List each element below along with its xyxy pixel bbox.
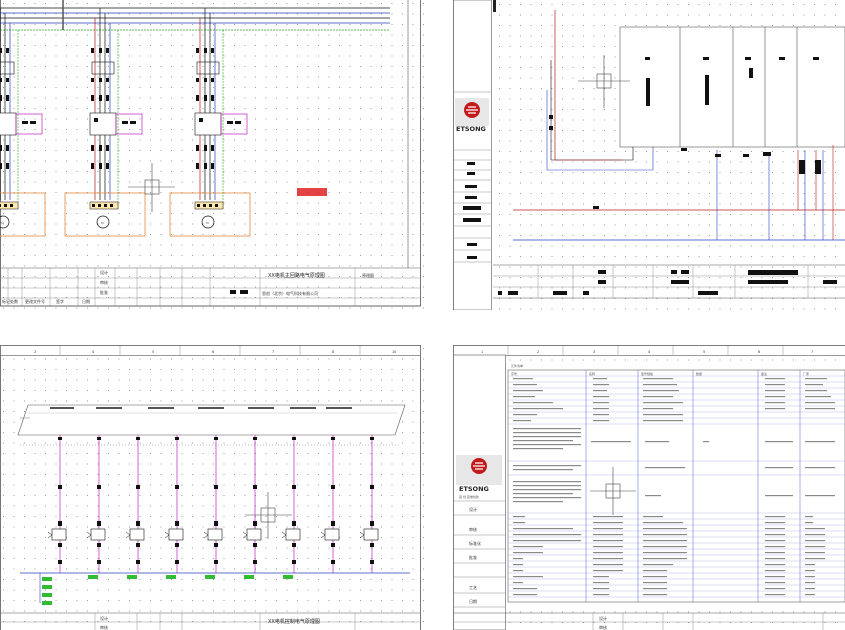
column-number: 1 bbox=[481, 350, 483, 354]
tb-row-design: 设计 bbox=[599, 615, 607, 621]
drawing-title: XX电机控制电气原理图 bbox=[268, 618, 320, 625]
column-number: 2 bbox=[537, 350, 539, 354]
side-label: 日期 bbox=[469, 598, 477, 604]
svg-text:M: M bbox=[1, 221, 4, 225]
tb-row-design: 设计 bbox=[100, 269, 108, 275]
bom-header-maker: 厂家 bbox=[803, 371, 809, 376]
footer-date: 日期 bbox=[82, 298, 90, 304]
schematic-sheet-control-circuit[interactable]: 2 4 5 6 7 8 10 bbox=[0, 345, 425, 630]
side-label: 工艺 bbox=[469, 585, 477, 590]
cabinet-layout-drawing: ETSONG bbox=[453, 0, 845, 310]
schematic-sheet-cabinet-layout[interactable]: ETSONG bbox=[453, 0, 845, 310]
column-number: 4 bbox=[92, 350, 94, 354]
footer-change-doc: 更改文件号 bbox=[25, 298, 45, 304]
sheet-type: 原理图 bbox=[362, 272, 374, 278]
relay-channel bbox=[47, 435, 67, 573]
main-circuit-drawing: M 设计 审核 批准 XX电机主回路电气原理图 思创（北京）电气科技有 bbox=[0, 0, 425, 310]
bom-header-name: 名称 bbox=[589, 371, 595, 376]
bom-table: 序号 名称 型号规格 数量 备注 厂家 bbox=[507, 369, 845, 603]
schematic-sheet-bom[interactable]: 1 2 3 4 5 6 7 ETSONG 思 创 思维创新 设计 审核 标准化 … bbox=[453, 345, 845, 630]
bom-header-model: 型号规格 bbox=[641, 371, 653, 376]
column-number: 8 bbox=[332, 350, 334, 354]
plc-output-module bbox=[17, 404, 406, 436]
tb-row-approve: 批准 bbox=[100, 289, 108, 295]
column-number: 2 bbox=[34, 350, 36, 354]
bom-header-remark: 备注 bbox=[761, 371, 767, 376]
tb-row-review: 审核 bbox=[100, 624, 108, 630]
bom-header-seq: 序号 bbox=[511, 371, 517, 376]
contactor-coil-icon bbox=[51, 528, 67, 541]
logo-icon bbox=[455, 98, 489, 126]
table-title: 元件清单 bbox=[511, 363, 523, 368]
column-number: 3 bbox=[593, 350, 595, 354]
company-name: 思创（北京）电气科技有限公司 bbox=[262, 290, 318, 296]
logo-text: ETSONG bbox=[459, 485, 489, 493]
column-number: 4 bbox=[648, 350, 650, 354]
bom-drawing: 1 2 3 4 5 6 7 ETSONG 思 创 思维创新 设计 审核 标准化 … bbox=[453, 345, 845, 630]
footer-sign: 签字 bbox=[56, 298, 64, 304]
side-label: 审核 bbox=[469, 526, 477, 532]
column-number: 7 bbox=[272, 350, 274, 354]
crosshair-cursor-icon bbox=[245, 492, 292, 539]
bom-header-qty: 数量 bbox=[696, 371, 702, 376]
column-number: 6 bbox=[758, 350, 760, 354]
column-number: 6 bbox=[212, 350, 214, 354]
column-number: 7 bbox=[811, 350, 813, 354]
column-number: 10 bbox=[392, 350, 396, 354]
side-label: 设计 bbox=[469, 506, 477, 512]
drawing-title: XX电机主回路电气原理图 bbox=[268, 272, 325, 279]
control-circuit-drawing: 2 4 5 6 7 8 10 bbox=[0, 345, 425, 630]
crosshair-cursor-icon bbox=[128, 163, 175, 212]
tb-row-design: 设计 bbox=[100, 615, 108, 621]
schematic-sheet-main-circuit[interactable]: M 设计 审核 批准 XX电机主回路电气原理图 思创（北京）电气科技有 bbox=[0, 0, 425, 310]
column-number: 5 bbox=[703, 350, 705, 354]
motor-circuit: M bbox=[0, 8, 46, 237]
crosshair-cursor-icon bbox=[578, 55, 630, 108]
side-label: 标准化 bbox=[469, 540, 481, 546]
logo-icon bbox=[456, 455, 502, 485]
motor-symbol-icon bbox=[0, 215, 10, 229]
crosshair-cursor-icon bbox=[590, 467, 636, 515]
logo-text: ETSONG bbox=[456, 125, 486, 133]
side-label: 批准 bbox=[469, 554, 477, 560]
footer-mark: 标记 bbox=[2, 298, 10, 304]
logo-subtitle: 思 创 思维创新 bbox=[459, 494, 479, 499]
tb-row-review: 审核 bbox=[599, 624, 607, 630]
column-number: 5 bbox=[152, 350, 154, 354]
footer-count: 处数 bbox=[10, 298, 18, 304]
tb-row-review: 审核 bbox=[100, 279, 108, 285]
